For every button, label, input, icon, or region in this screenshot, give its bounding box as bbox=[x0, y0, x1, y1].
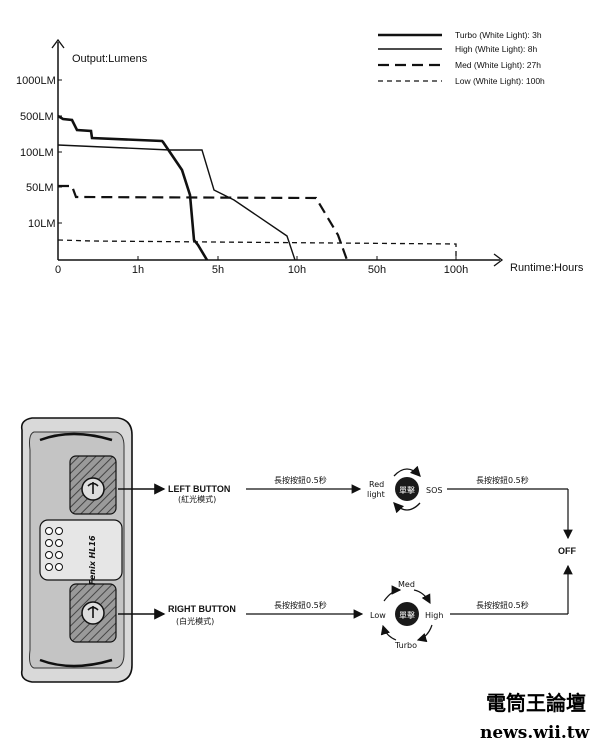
sos-label: SOS bbox=[426, 486, 442, 495]
runtime-chart: Output:Lumens Runtime:Hours 1000LM 500LM… bbox=[16, 30, 584, 276]
left-click-text: 單擊 bbox=[399, 485, 415, 495]
cycle-arrow-high-turbo bbox=[416, 624, 433, 643]
headband-slot-top bbox=[39, 432, 113, 442]
legend-label-low: Low (White Light): 100h bbox=[455, 76, 545, 86]
series-med-line bbox=[58, 184, 349, 261]
left-hold-text: 長按按鈕0.5秒 bbox=[274, 475, 327, 485]
legend-label-med: Med (White Light): 27h bbox=[455, 60, 541, 70]
headlamp-illustration: Fenix HL16 bbox=[20, 417, 133, 683]
left-button-sub: (紅光模式) bbox=[178, 494, 216, 504]
x-ticks: 0 1h 5h 10h 50h 100h bbox=[55, 256, 468, 276]
y-axis-arrow bbox=[51, 38, 65, 49]
turbo-label: Turbo bbox=[394, 641, 417, 650]
cycle-arrow-bottom bbox=[393, 502, 421, 514]
left-button[interactable] bbox=[69, 455, 117, 515]
left-off-text: 長按按鈕0.5秒 bbox=[476, 475, 529, 485]
series-low-line bbox=[57, 239, 457, 260]
high-label: High bbox=[425, 611, 443, 620]
right-click-text: 單擊 bbox=[399, 610, 415, 620]
x-tick-label: 5h bbox=[212, 264, 224, 276]
y-ticks: 1000LM 500LM 100LM 50LM 10LM bbox=[16, 75, 62, 230]
right-hold-text: 長按按鈕0.5秒 bbox=[274, 600, 327, 610]
legend-label-turbo: Turbo (White Light): 3h bbox=[455, 30, 542, 40]
left-click-badge bbox=[395, 477, 419, 501]
series-high-line bbox=[57, 144, 296, 261]
x-axis-arrow bbox=[493, 253, 504, 267]
red-light-label-2: light bbox=[367, 490, 385, 499]
x-tick-label: 50h bbox=[368, 264, 386, 276]
cycle-arrow-med-high bbox=[413, 589, 431, 605]
right-button[interactable] bbox=[69, 583, 117, 643]
red-light-label: Red bbox=[369, 480, 384, 489]
watermark-line2: news.wii.tw bbox=[480, 723, 590, 743]
y-axis-title: Output:Lumens bbox=[72, 53, 148, 65]
x-tick-label: 10h bbox=[288, 264, 306, 276]
headband-slot-bottom bbox=[39, 658, 113, 668]
right-click-badge bbox=[395, 602, 419, 626]
y-tick-label: 1000LM bbox=[16, 75, 56, 87]
off-label: OFF bbox=[558, 546, 576, 556]
right-off-text: 長按按鈕0.5秒 bbox=[476, 600, 529, 610]
left-button-flow: LEFT BUTTON (紅光模式) 長按按鈕0.5秒 Red light 單擊… bbox=[118, 465, 573, 540]
med-label: Med bbox=[398, 580, 415, 589]
cycle-arrow-turbo-low bbox=[380, 624, 397, 641]
x-tick-label: 1h bbox=[132, 264, 144, 276]
y-tick-label: 10LM bbox=[28, 218, 56, 230]
right-button-flow: RIGHT BUTTON (白光模式) 長按按鈕0.5秒 Med Low 單擊 … bbox=[118, 564, 573, 650]
watermark-line1: 電筒王論壇 bbox=[486, 691, 586, 715]
right-button-sub: (白光模式) bbox=[176, 616, 214, 626]
cycle-arrow-top bbox=[393, 465, 421, 477]
left-button-label: LEFT BUTTON bbox=[168, 484, 230, 494]
y-tick-label: 100LM bbox=[20, 147, 54, 159]
watermark: 電筒王論壇 news.wii.tw bbox=[480, 691, 590, 743]
x-tick-label: 0 bbox=[55, 264, 61, 276]
legend-label-high: High (White Light): 8h bbox=[455, 44, 537, 54]
cycle-arrow-low-med bbox=[383, 585, 402, 602]
legend: Turbo (White Light): 3h High (White Ligh… bbox=[378, 30, 545, 86]
indicator-leds bbox=[45, 527, 63, 571]
low-label: Low bbox=[370, 611, 386, 620]
y-tick-label: 50LM bbox=[26, 182, 54, 194]
brand-text: Fenix HL16 bbox=[88, 535, 97, 585]
series-turbo-line bbox=[57, 114, 209, 261]
y-tick-label: 500LM bbox=[20, 111, 54, 123]
x-axis-title: Runtime:Hours bbox=[510, 262, 584, 274]
x-tick-label: 100h bbox=[444, 264, 468, 276]
right-button-label: RIGHT BUTTON bbox=[168, 604, 236, 614]
